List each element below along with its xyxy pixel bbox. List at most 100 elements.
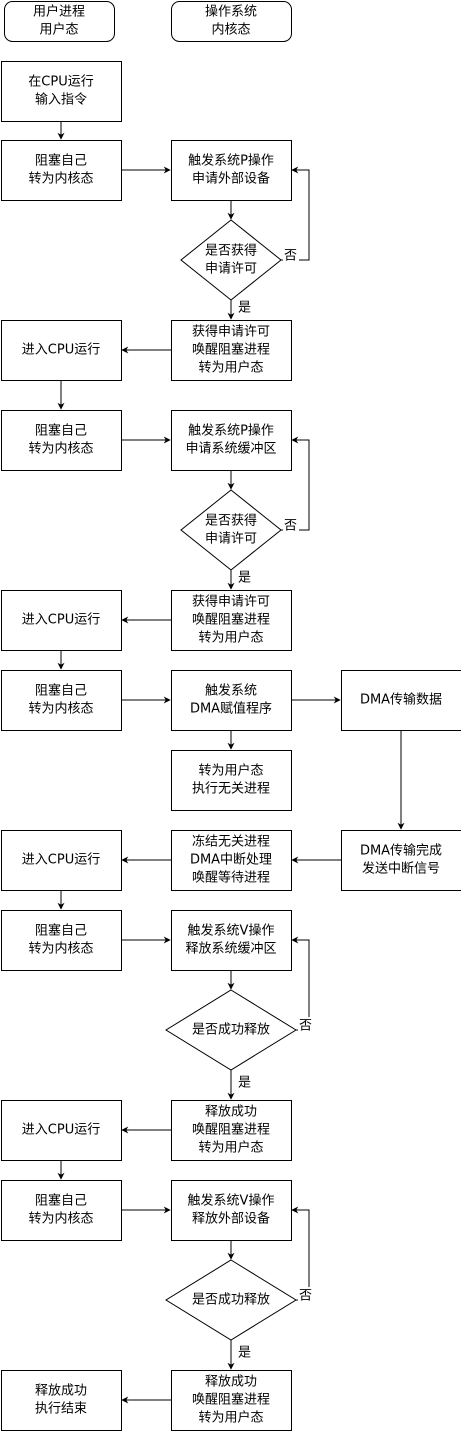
process-box <box>1 1370 122 1431</box>
node-label: 触发系统P操作 <box>188 153 274 169</box>
node-label: 阻塞自己 <box>35 1193 87 1209</box>
edge-label-yes: 是 <box>238 1346 251 1361</box>
edge-label-no: 否 <box>299 1289 312 1304</box>
node-label: 阻塞自己 <box>35 153 87 169</box>
process-box <box>1 410 122 471</box>
process-box <box>171 750 292 811</box>
node-label: 进入CPU运行 <box>22 1123 100 1138</box>
node-label: 转为内核态 <box>28 171 93 187</box>
node-label: 获得申请许可 <box>192 324 270 340</box>
node-label: 执行结束 <box>35 1402 87 1417</box>
node-label: 转为用户态 <box>198 1410 263 1426</box>
decision-diamond <box>180 219 282 301</box>
node-label: 转为用户态 <box>198 360 263 376</box>
edge-label-bg <box>237 1344 253 1361</box>
process-box <box>1 590 122 651</box>
decision-diamond <box>165 989 297 1071</box>
header-box <box>4 1 115 42</box>
node-label: 阻塞自己 <box>35 683 87 699</box>
node-label: 输入指令 <box>35 92 87 108</box>
node-label: 发送中断信号 <box>362 861 440 877</box>
node-label: 释放成功 <box>205 1105 257 1120</box>
process-box <box>341 670 461 731</box>
edge-label-bg <box>237 569 253 586</box>
node-label: 进入CPU运行 <box>22 343 100 358</box>
node-enter-cpu-1: 进入CPU运行 <box>1 320 122 381</box>
process-box <box>1 320 122 381</box>
node-label: 申请许可 <box>205 262 257 277</box>
node-label: 触发系统V操作 <box>188 1193 275 1209</box>
process-box <box>171 410 292 471</box>
process-box <box>341 830 461 891</box>
process-box <box>171 320 292 381</box>
node-label: 进入CPU运行 <box>22 853 100 868</box>
node-label: 在CPU运行 <box>28 75 93 90</box>
edge-label-no: 否 <box>284 249 297 264</box>
node-label: 唤醒阻塞进程 <box>192 342 270 358</box>
edge-label-no: 否 <box>284 519 297 534</box>
edge-label-yes: 是 <box>238 1076 251 1091</box>
node-label: 阻塞自己 <box>35 423 87 439</box>
edge-label-yes: 是 <box>238 571 251 586</box>
node-label: 进入CPU运行 <box>22 613 100 628</box>
node-label: DMA赋值程序 <box>190 701 272 717</box>
node-label: 转为用户态 <box>198 630 263 646</box>
node-label: 唤醒阻塞进程 <box>192 1122 270 1138</box>
node-label: 申请系统缓冲区 <box>185 442 276 457</box>
node-label: 触发系统V操作 <box>188 923 275 939</box>
node-label: 转为用户态 <box>198 763 263 779</box>
node-label: 释放成功 <box>35 1384 87 1399</box>
node-label: 申请许可 <box>205 532 257 547</box>
arrow-connector <box>291 1206 310 1301</box>
edge-label-bg <box>298 1287 314 1304</box>
node-label: 唤醒阻塞进程 <box>192 1392 270 1408</box>
edge-label-yes: 是 <box>238 301 251 316</box>
edge-label-bg <box>298 1017 314 1034</box>
process-box <box>1 830 122 891</box>
node-label: 触发系统P操作 <box>188 423 274 439</box>
process-box <box>171 1370 292 1431</box>
process-box <box>1 910 122 971</box>
node-label: 唤醒等待进程 <box>192 870 270 886</box>
node-label: 释放外部设备 <box>192 1211 270 1227</box>
node-label: 转为内核态 <box>28 701 93 717</box>
node-dma-transfer: DMA传输数据 <box>341 670 461 731</box>
node-label: 冻结无关进程 <box>192 834 270 850</box>
node-label: 转为内核态 <box>28 441 93 457</box>
process-box <box>1 1180 122 1241</box>
node-label: 是否获得 <box>205 513 257 529</box>
node-label: DMA传输数据 <box>360 692 442 708</box>
header-box <box>171 1 292 42</box>
node-label: 释放成功 <box>205 1375 257 1390</box>
node-label: 转为内核态 <box>28 1211 93 1227</box>
node-label: 用户进程 <box>33 4 85 20</box>
node-label: 申请外部设备 <box>192 171 270 187</box>
decision-diamond <box>180 489 282 571</box>
node-label: 触发系统 <box>205 683 257 699</box>
node-label: DMA中断处理 <box>190 853 272 868</box>
node-label: 阻塞自己 <box>35 923 87 939</box>
process-box <box>1 670 122 731</box>
node-label: 用户态 <box>39 22 78 38</box>
process-box <box>171 140 292 201</box>
process-box <box>1 61 122 122</box>
edge-label-no: 否 <box>299 1019 312 1034</box>
edge-label-bg <box>237 1074 253 1091</box>
node-label: 转为用户态 <box>198 1140 263 1156</box>
node-enter-cpu-4: 进入CPU运行 <box>1 1100 122 1161</box>
node-label: 是否获得 <box>205 243 257 259</box>
process-box <box>171 910 292 971</box>
